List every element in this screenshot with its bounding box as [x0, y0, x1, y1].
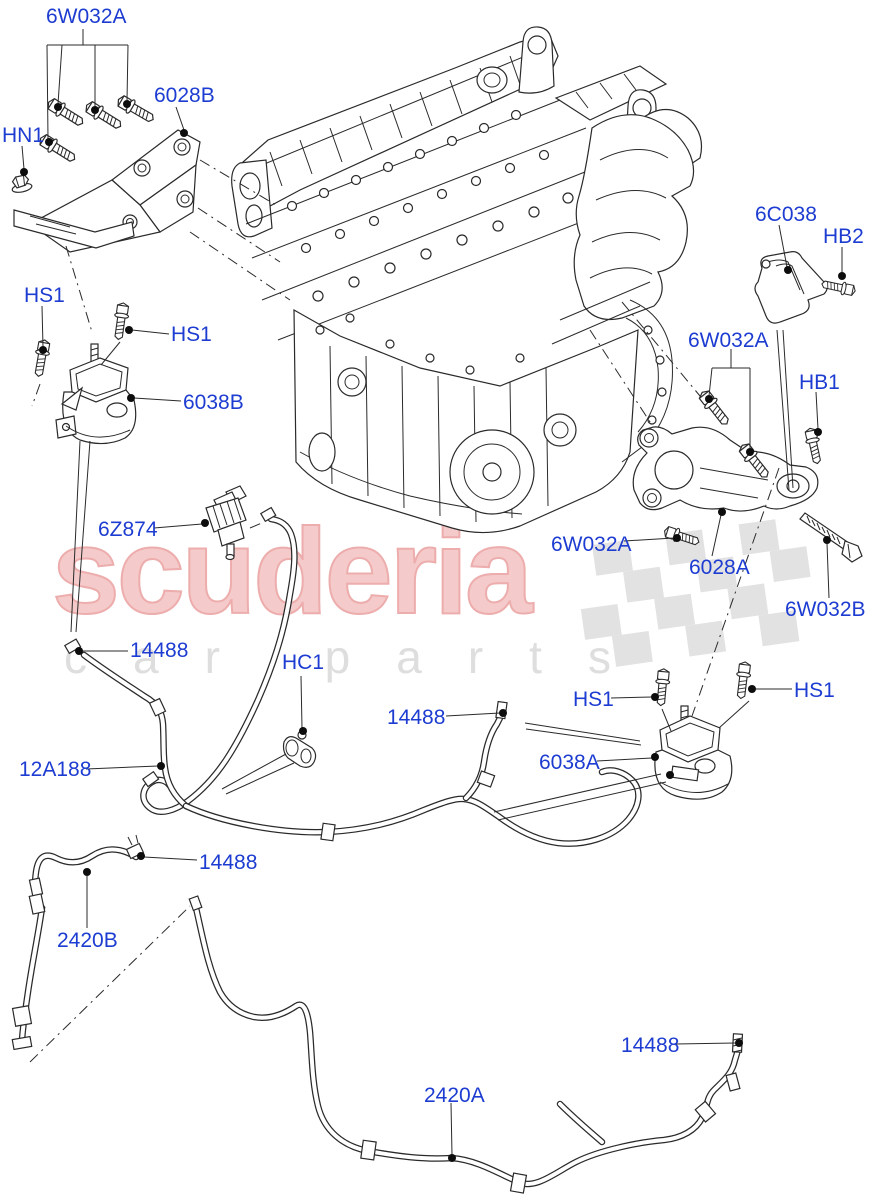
part-label-HS1-right-outer[interactable]: HS1	[794, 679, 835, 702]
fasteners	[9, 92, 863, 707]
checker-cells	[580, 519, 811, 667]
part-label-14488-c[interactable]: 14488	[199, 851, 258, 874]
bracket-6028B	[13, 129, 201, 253]
engine-mount-6038B	[55, 343, 137, 445]
part-label-6W032A-bracket[interactable]: 6W032A	[551, 533, 632, 556]
vacuum-solenoid-6Z874	[205, 485, 265, 561]
part-label-HS1-left-upper[interactable]: HS1	[24, 284, 65, 307]
part-label-12A188[interactable]: 12A188	[19, 758, 92, 781]
engine-illustration	[231, 26, 703, 534]
part-label-HN1[interactable]: HN1	[2, 124, 45, 147]
part-label-6W032A-right[interactable]: 6W032A	[688, 329, 769, 352]
part-label-HB2[interactable]: HB2	[823, 225, 864, 248]
long-bolt-6W032B	[799, 512, 863, 563]
part-label-2420A[interactable]: 2420A	[424, 1084, 485, 1107]
leader-lines	[20, 29, 846, 1162]
watermark-tagline: car parts	[64, 631, 657, 683]
part-label-6038A[interactable]: 6038A	[539, 751, 600, 774]
engine-bolt-circles	[286, 109, 574, 302]
part-label-6Z874[interactable]: 6Z874	[98, 518, 158, 541]
part-label-6W032A-top[interactable]: 6W032A	[46, 5, 127, 28]
part-label-14488-b[interactable]: 14488	[387, 706, 446, 729]
part-label-HS1-left-inner[interactable]: HS1	[171, 323, 212, 346]
part-label-HC1[interactable]: HC1	[282, 651, 325, 674]
engine-mount-6038A	[654, 705, 733, 800]
part-label-14488-d[interactable]: 14488	[621, 1034, 680, 1057]
part-label-HB1[interactable]: HB1	[799, 371, 840, 394]
assembly-reference-lines	[29, 159, 780, 1063]
pointer-lines	[70, 329, 794, 821]
part-label-6038B[interactable]: 6038B	[183, 391, 244, 414]
part-label-2420B[interactable]: 2420B	[57, 929, 118, 952]
bracket-6C038	[754, 251, 828, 324]
part-label-HS1-right-inner[interactable]: HS1	[573, 688, 614, 711]
part-label-14488-a[interactable]: 14488	[130, 639, 189, 662]
part-label-6028A[interactable]: 6028A	[689, 556, 750, 579]
part-label-6W032B[interactable]: 6W032B	[785, 598, 866, 621]
part-label-6028B[interactable]: 6028B	[154, 84, 215, 107]
clip-HC1	[282, 730, 317, 768]
hoses	[11, 506, 744, 1194]
part-label-6C038[interactable]: 6C038	[755, 203, 817, 226]
